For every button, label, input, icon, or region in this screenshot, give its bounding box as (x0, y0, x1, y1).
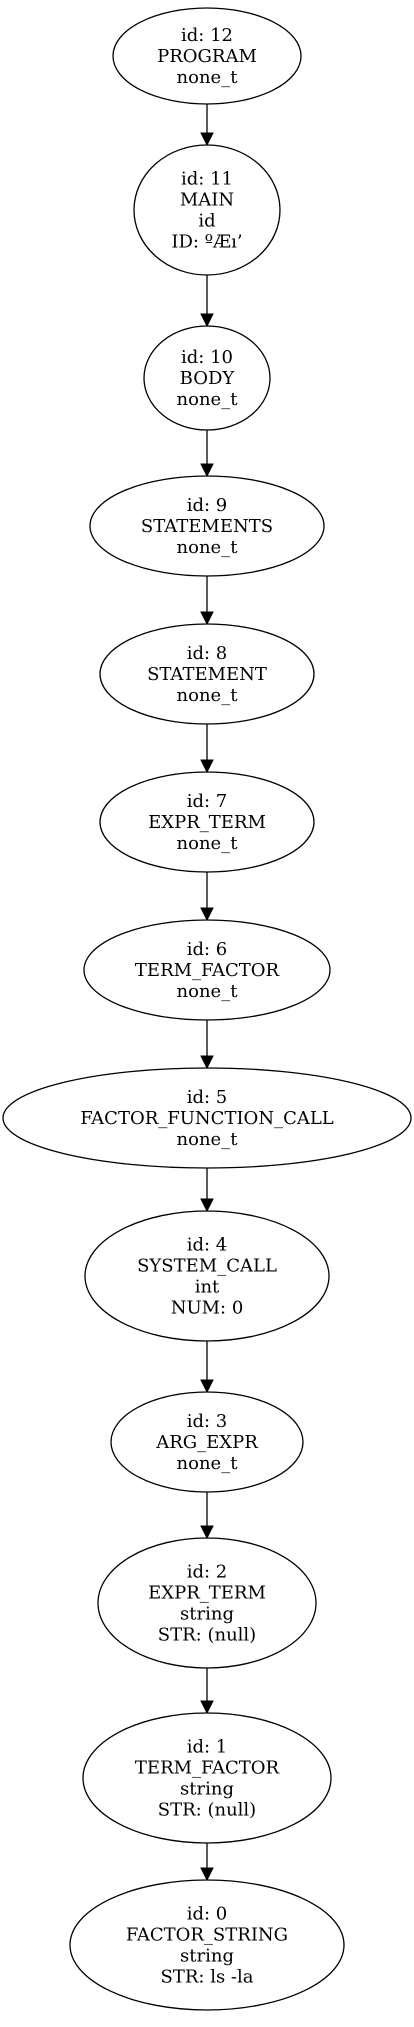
node-label-line: FACTOR_STRING (126, 1925, 288, 1946)
node-label-line: FACTOR_FUNCTION_CALL (80, 1108, 334, 1129)
edge-8-7 (200, 724, 214, 774)
node-label-line: MAIN (180, 190, 234, 211)
node-ellipse (2, 1067, 412, 1169)
node-label-line: none_t (177, 1129, 239, 1150)
edge-4-3 (200, 1341, 214, 1394)
edge-9-8 (200, 576, 214, 626)
node-label-line: id: 7 (187, 791, 228, 812)
node-ellipse (84, 1210, 330, 1342)
node-ellipse (83, 919, 331, 1021)
arrowhead-icon (200, 611, 214, 626)
edge-5-4 (200, 1168, 214, 1213)
edge-1-0 (200, 1843, 214, 1882)
node-label-line: EXPR_TERM (148, 1583, 266, 1604)
node-label-line: int (195, 1277, 220, 1298)
edge-7-6 (200, 872, 214, 922)
node-label-line: id: 12 (181, 25, 233, 46)
edge-11-10 (200, 275, 214, 328)
node-label-line: none_t (177, 833, 239, 854)
node-label-line: id: 10 (181, 347, 233, 368)
node-label-line: STR: (null) (158, 1625, 256, 1646)
node-ellipse (112, 7, 302, 105)
node-label-line: string (180, 1946, 234, 1967)
arrowhead-icon (200, 463, 214, 478)
arrowhead-icon (200, 1867, 214, 1882)
node-ellipse (69, 1879, 345, 2011)
node-ellipse (82, 1712, 332, 1844)
arrowhead-icon (200, 1055, 214, 1070)
node-label-line: ARG_EXPR (155, 1432, 258, 1453)
node-label-line: none_t (177, 981, 239, 1002)
arrowhead-icon (200, 1700, 214, 1715)
edge-3-2 (200, 1492, 214, 1540)
edge-10-9 (200, 430, 214, 478)
node-label-line: PROGRAM (157, 46, 257, 67)
node-label-line: none_t (177, 67, 239, 88)
node-label-line: EXPR_TERM (148, 812, 266, 833)
arrowhead-icon (200, 1198, 214, 1213)
node-label-line: BODY (180, 368, 236, 389)
arrowhead-icon (200, 1525, 214, 1540)
node-label-line: id: 1 (187, 1737, 228, 1758)
node-label-line: STR: ls -la (161, 1967, 254, 1988)
node-label-line: id (198, 211, 215, 232)
node-label-line: id: 6 (187, 939, 228, 960)
node-label-line: string (180, 1779, 234, 1800)
node-label-line: STATEMENTS (141, 516, 273, 537)
node-ellipse (133, 144, 281, 276)
arrowhead-icon (200, 907, 214, 922)
node-label-line: id: 4 (187, 1235, 228, 1256)
node-ellipse (110, 1391, 304, 1493)
node-label-line: TERM_FACTOR (135, 1758, 280, 1779)
arrowhead-icon (200, 132, 214, 147)
node-label-line: string (180, 1604, 234, 1625)
arrowhead-icon (200, 759, 214, 774)
node-label-line: id: 9 (187, 495, 228, 516)
node-label-line: none_t (177, 1453, 239, 1474)
node-label-line: NUM: 0 (171, 1298, 244, 1319)
node-label-line: STR: (null) (158, 1800, 256, 1821)
arrowhead-icon (200, 1379, 214, 1394)
node-ellipse (99, 771, 315, 873)
node-label-line: ID: ºÆı’ (171, 232, 242, 253)
arrowhead-icon (200, 313, 214, 328)
edge-6-5 (200, 1020, 214, 1070)
node-label-line: TERM_FACTOR (135, 960, 280, 981)
node-label-line: SYSTEM_CALL (137, 1256, 277, 1277)
node-label-line: STATEMENT (147, 664, 267, 685)
node-ellipse (97, 1537, 317, 1669)
node-label-line: id: 0 (187, 1904, 228, 1925)
node-ellipse (89, 475, 325, 577)
node-ellipse (99, 623, 315, 725)
edge-12-11 (200, 104, 214, 147)
node-label-line: none_t (177, 389, 239, 410)
node-label-line: id: 2 (187, 1562, 228, 1583)
edges-layer (200, 104, 214, 1882)
node-label-line: id: 11 (181, 169, 233, 190)
node-label-line: none_t (177, 537, 239, 558)
node-ellipse (143, 325, 271, 431)
edge-2-1 (200, 1668, 214, 1715)
node-label-line: id: 5 (187, 1087, 228, 1108)
node-label-line: none_t (177, 685, 239, 706)
node-label-line: id: 8 (187, 643, 228, 664)
node-label-line: id: 3 (187, 1411, 228, 1432)
